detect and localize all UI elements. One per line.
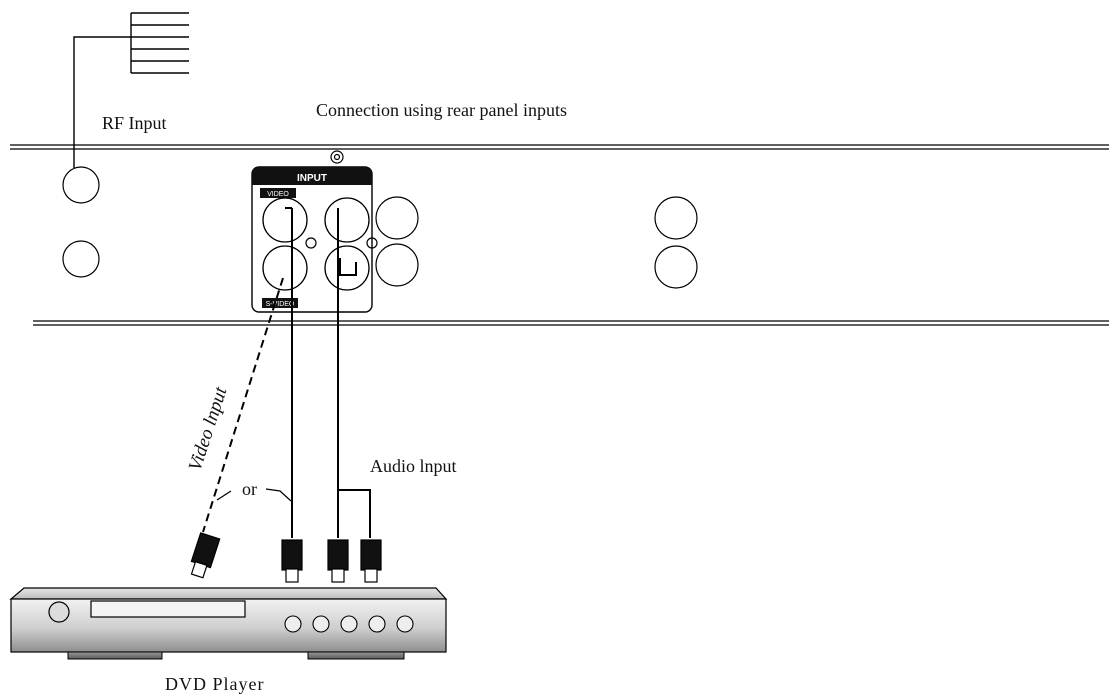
audio-cable [337, 208, 371, 538]
aux-jack-top [654, 196, 698, 240]
input-panel: INPUT VIDEO S-VIDEO [251, 166, 373, 313]
diagram-title: Connection using rear panel inputs [316, 100, 567, 120]
panel-header: INPUT [297, 173, 327, 184]
rca-jack-icon [366, 237, 378, 249]
svideo-jack [262, 245, 308, 291]
rca-plug-icon [190, 532, 382, 583]
audio-left-jack [324, 197, 370, 243]
svideo-cable [202, 277, 284, 533]
or-leader-left [216, 490, 232, 501]
audio-input-label: Audio lnput [370, 456, 457, 476]
rf-input-label: RF Input [102, 113, 167, 133]
rf-jack-top [62, 166, 100, 204]
or-leader-right [265, 488, 292, 502]
video-input-label: Video lnput [185, 384, 232, 474]
audio-jack-hook [339, 258, 357, 276]
video-jack [262, 197, 308, 243]
panel-screw-icon [330, 150, 344, 164]
or-label: or [242, 479, 257, 499]
rear-panel [10, 144, 1109, 326]
dvd-player-icon [9, 587, 448, 660]
video-cable [285, 207, 293, 538]
aux-jack-bottom [654, 245, 698, 289]
rf-jack-bottom [62, 240, 100, 278]
video-tag: VIDEO [267, 191, 289, 198]
output-jack-top [375, 196, 419, 240]
svideo-tag: S-VIDEO [266, 301, 295, 308]
audio-right-jack [324, 245, 370, 291]
output-jack-bottom [375, 243, 419, 287]
dvd-player-label: DVD Player [165, 674, 264, 694]
antenna-icon [73, 12, 189, 168]
